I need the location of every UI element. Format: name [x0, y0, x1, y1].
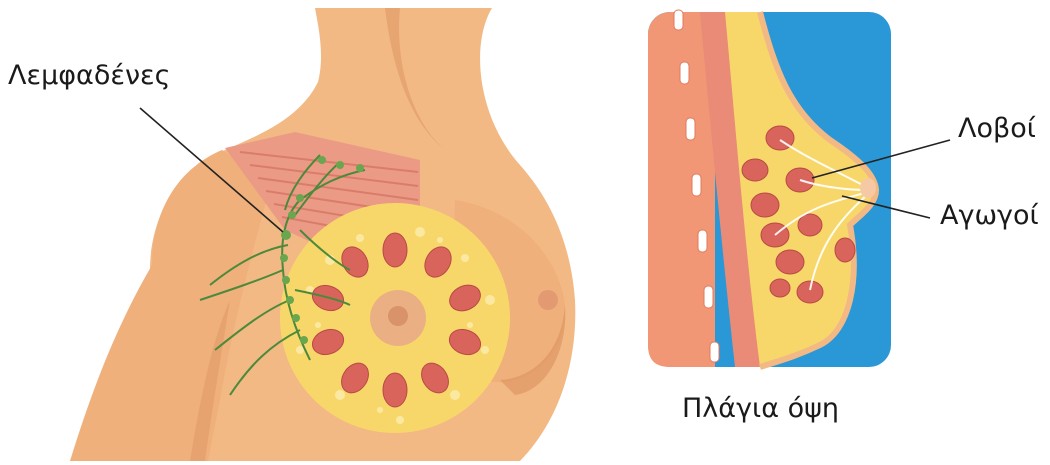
- ducts-label: Αγωγοί: [940, 200, 1039, 231]
- side-view-caption: Πλάγια όψη: [682, 393, 839, 424]
- side-nipple: [860, 178, 876, 198]
- lobes-label: Λοβοί: [958, 113, 1036, 144]
- nipple: [388, 306, 408, 326]
- side-view-illustration: [648, 10, 950, 367]
- right-nipple: [538, 290, 558, 310]
- lymph-nodes-label: Λεμφαδένες: [8, 60, 171, 91]
